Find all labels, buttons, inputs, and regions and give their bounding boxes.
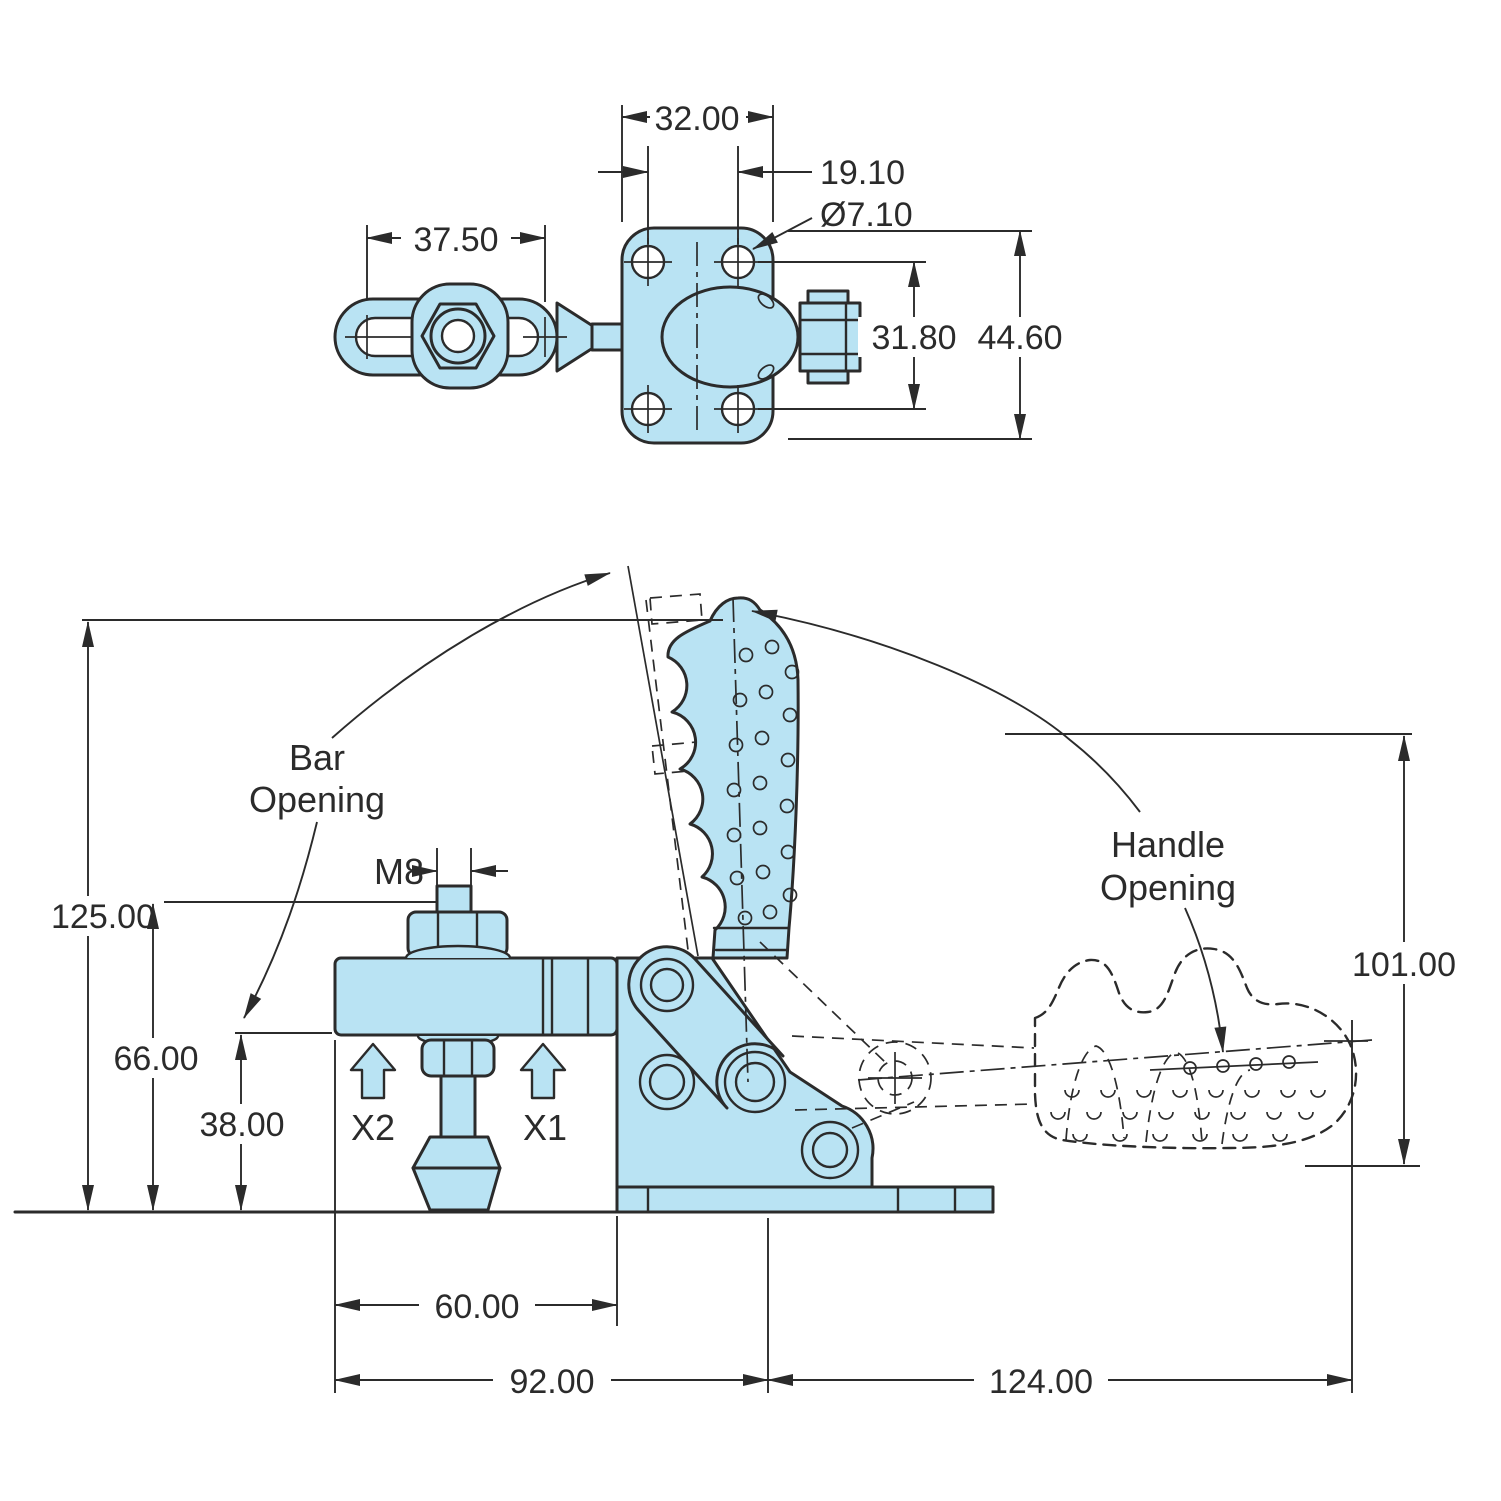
force-arrows: X2 X1 — [349, 1042, 567, 1148]
grip-tab-bottom — [806, 369, 850, 385]
label-bar-opening-1: Bar — [289, 737, 345, 778]
dim-overall-height-label: 125.00 — [51, 898, 155, 936]
dimension-bar-slot-length: 37.50 — [366, 219, 546, 302]
dim-hole-diameter-label: Ø7.10 — [820, 196, 913, 234]
handle-open-dimples — [1050, 1055, 1326, 1142]
dim-handle-reach-label: 124.00 — [989, 1363, 1093, 1401]
base-flange — [615, 1185, 995, 1214]
mounting-holes — [624, 238, 762, 433]
label-x1: X1 — [523, 1107, 567, 1148]
dim-hole-spacing-label: 19.10 — [820, 154, 905, 192]
dim-spindle-offset-label: 60.00 — [434, 1288, 519, 1326]
dimension-plate-height: 44.60 — [788, 230, 1078, 440]
rubber-foot — [411, 1135, 502, 1212]
dimension-handle-opening-height: 101.00 — [1338, 735, 1470, 1165]
handle-centerline — [732, 597, 749, 1083]
arrow-up-x2-icon — [349, 1042, 397, 1100]
dimension-plate-width: 32.00 — [621, 98, 774, 222]
dim-body-length-label: 92.00 — [509, 1363, 594, 1401]
dim-plate-height-label: 44.60 — [977, 319, 1062, 357]
handle-opening-annotation: Handle Opening — [751, 609, 1236, 1053]
extension-lines — [82, 619, 1420, 1393]
pivot-bores — [638, 957, 860, 1180]
callout-thread: M8 — [374, 848, 508, 900]
dimension-spindle-offset: 60.00 — [334, 1286, 618, 1326]
dimension-hole-rows: 31.80 — [758, 261, 970, 410]
spindle-upper — [404, 884, 512, 960]
dim-hole-rows-label: 31.80 — [871, 319, 956, 357]
label-thread: M8 — [374, 851, 424, 892]
callout-hole-diameter: Ø7.10 — [752, 196, 913, 250]
spindle-lower — [411, 1034, 502, 1212]
top-view: 32.00 19.10 Ø7.10 37.50 3 — [333, 98, 1078, 445]
handle-open-position — [791, 947, 1373, 1150]
grip-tab-top — [806, 289, 850, 305]
label-handle-opening-2: Opening — [1100, 867, 1236, 908]
dim-handle-opening-height-label: 101.00 — [1352, 946, 1456, 984]
dim-bar-bottom-height-label: 38.00 — [199, 1106, 284, 1144]
handle-open-outline — [1033, 947, 1358, 1150]
handle-dimples — [726, 639, 800, 926]
front-view: X2 X1 125.00 66.00 — [13, 565, 1470, 1401]
bar-opening-annotation: Bar Opening — [243, 572, 611, 1019]
handle-closed — [666, 596, 886, 1083]
dimension-handle-reach: 124.00 — [767, 1361, 1353, 1401]
dimension-bar-top-height: 66.00 — [99, 903, 213, 1211]
dimension-body-length: 92.00 — [334, 1361, 769, 1401]
label-bar-opening-2: Opening — [249, 779, 385, 820]
grip-top-view — [798, 301, 862, 373]
dimension-hole-spacing: 19.10 — [598, 146, 905, 244]
label-x2: X2 — [351, 1107, 395, 1148]
label-handle-opening-1: Handle — [1111, 824, 1225, 865]
handle-knob-top-view — [660, 285, 800, 389]
arrow-up-x1-icon — [519, 1042, 567, 1100]
dimension-bar-bottom-height: 38.00 — [185, 1034, 299, 1211]
dim-bar-top-height-label: 66.00 — [113, 1040, 198, 1078]
clamp-bar — [333, 956, 619, 1037]
dim-bar-slot-label: 37.50 — [413, 221, 498, 259]
dimension-overall-height: 125.00 — [42, 621, 164, 1211]
dim-plate-width-label: 32.00 — [654, 100, 739, 138]
